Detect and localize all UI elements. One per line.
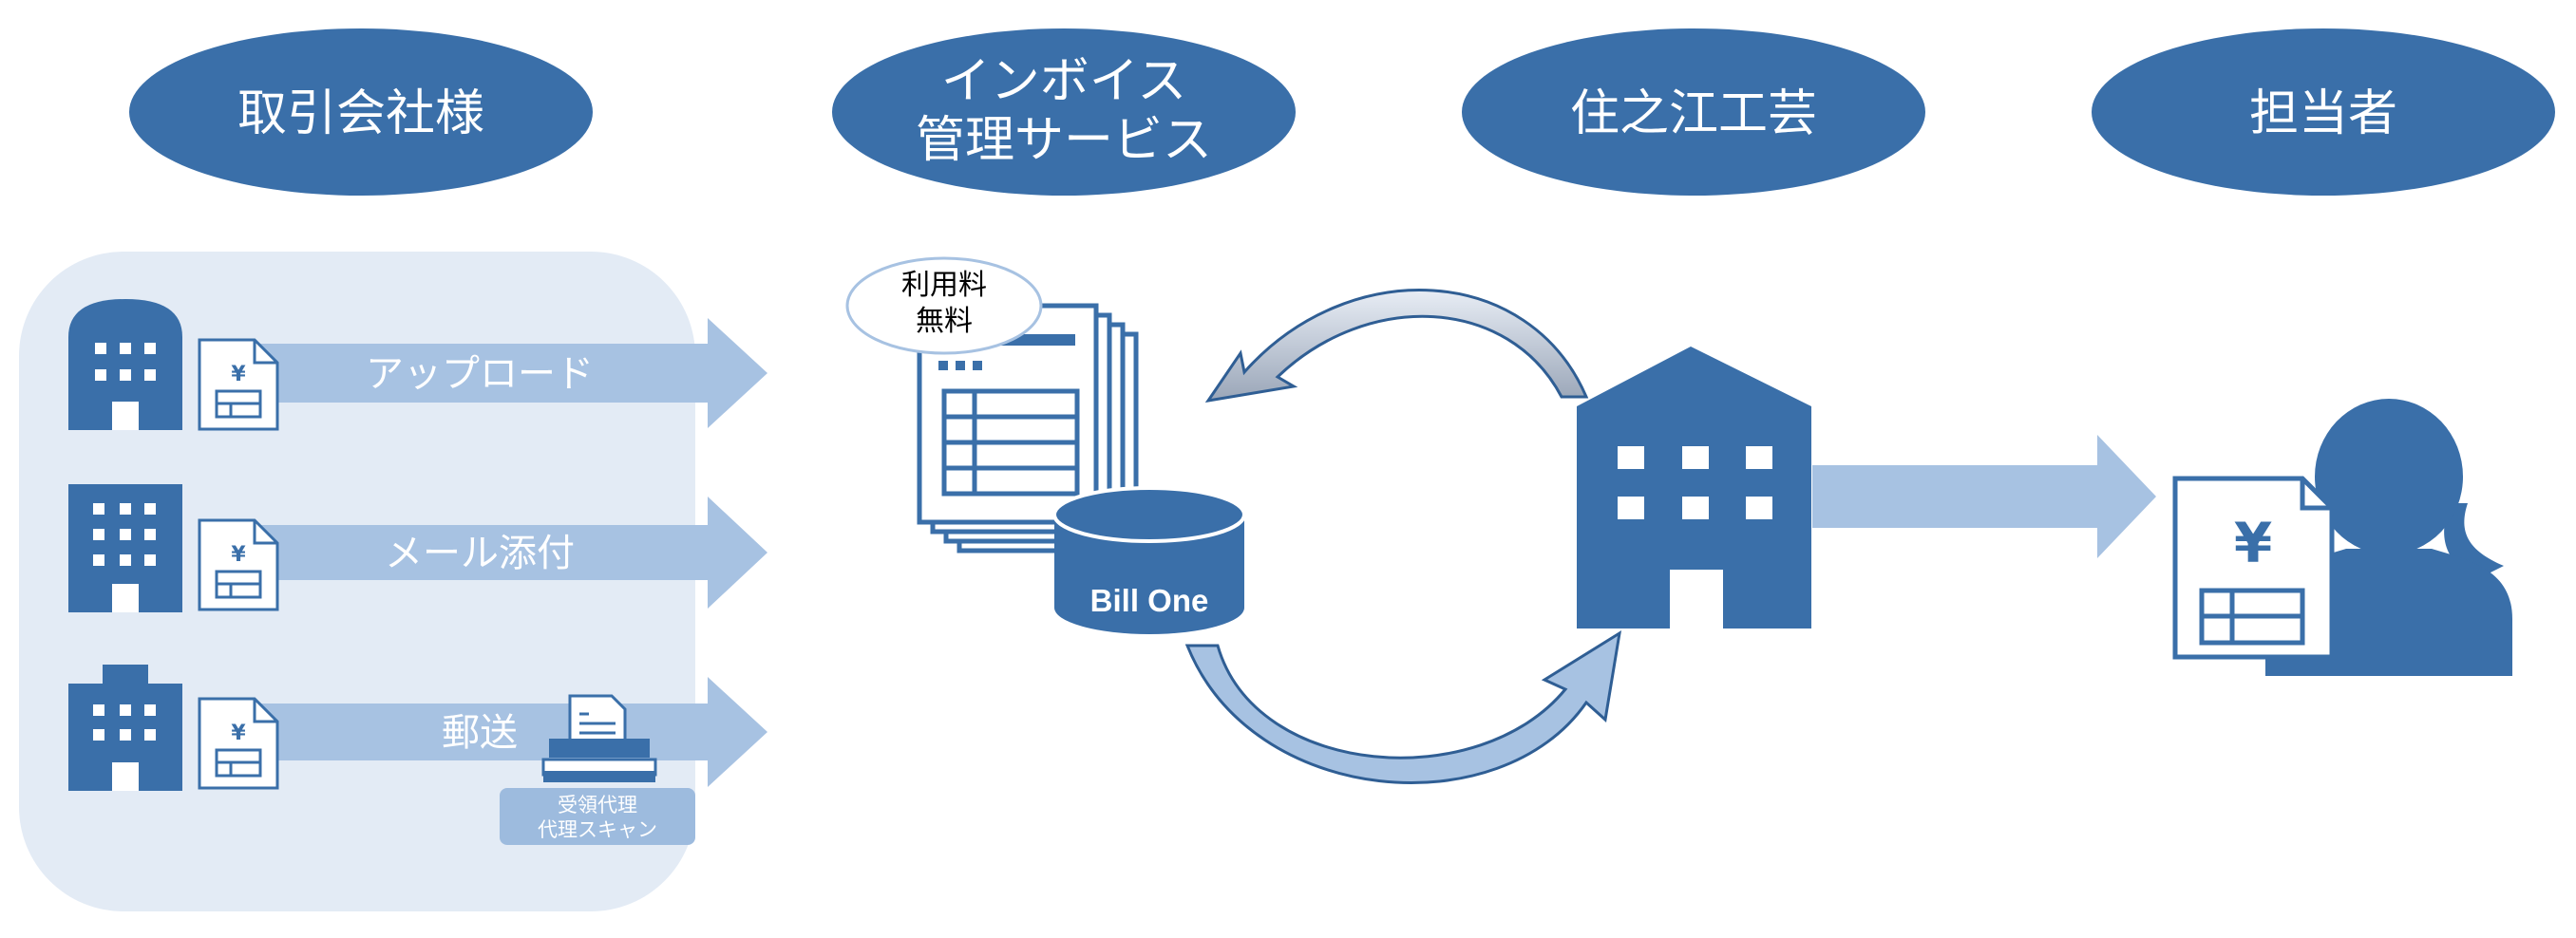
svg-text:¥: ¥ <box>231 363 246 386</box>
email-arrow: メール添付 <box>255 497 767 609</box>
scan-badge-line1: 受領代理 <box>558 794 637 816</box>
cycle-arrow-top <box>1204 289 1589 403</box>
header-label-invoice: インボイス <box>941 53 1186 110</box>
scan-badge-line2: 代理スキャン <box>538 818 657 841</box>
fee-bubble-line2: 無料 <box>916 305 973 338</box>
svg-text:¥: ¥ <box>231 722 246 745</box>
building-icon <box>68 299 182 430</box>
yen-document-icon: ¥ <box>198 697 279 790</box>
delivery-arrow <box>1812 435 2156 558</box>
building-icon <box>68 484 182 612</box>
header-label-trading-partners: 取引会社様 <box>237 85 484 142</box>
fee-bubble-line1: 利用料 <box>901 269 987 302</box>
header-person-in-charge: 担当者 <box>2092 28 2555 196</box>
database-icon: Bill One <box>1052 486 1246 634</box>
cycle-arrow-bottom <box>1184 629 1622 784</box>
document-stack-icon <box>917 303 1139 553</box>
fee-bubble: 利用料 無料 <box>845 256 1043 355</box>
header-label-company: 住之江工芸 <box>1570 85 1817 142</box>
svg-text:¥: ¥ <box>231 543 246 567</box>
email-label: メール添付 <box>385 532 575 575</box>
header-trading-partners: 取引会社様 <box>129 28 593 196</box>
svg-text:¥: ¥ <box>2234 511 2272 575</box>
yen-document-icon: ¥ <box>198 338 279 431</box>
upload-arrow: アップロード <box>255 318 767 428</box>
header-label-management-service: 管理サービス <box>916 112 1212 169</box>
scan-service-badge: 受領代理 代理スキャン <box>500 788 695 845</box>
database-label: Bill One <box>1090 583 1209 618</box>
header-label-person: 担当者 <box>2249 85 2397 142</box>
building-icon <box>68 665 182 791</box>
yen-document-icon: ¥ <box>2172 476 2335 660</box>
upload-label: アップロード <box>366 352 594 396</box>
house-building-icon <box>1577 347 1811 628</box>
header-invoice-service: インボイス 管理サービス <box>832 28 1296 196</box>
yen-document-icon: ¥ <box>198 518 279 611</box>
header-company: 住之江工芸 <box>1462 28 1925 196</box>
scanner-icon <box>541 694 657 782</box>
post-label: 郵送 <box>442 711 518 755</box>
